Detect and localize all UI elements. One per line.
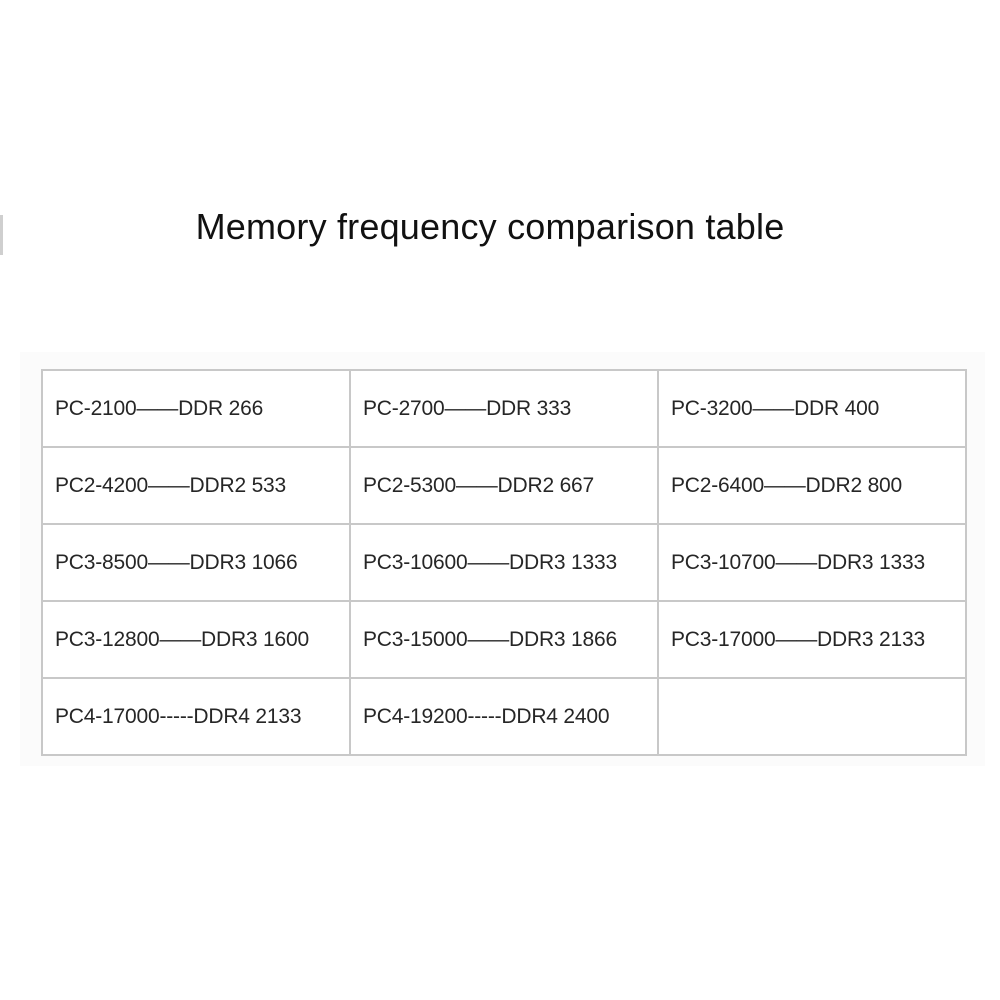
table-cell: PC4-17000-----DDR4 2133 <box>41 677 351 756</box>
table-cell: PC3-10600——DDR3 1333 <box>349 523 659 602</box>
table-cell: PC3-15000——DDR3 1866 <box>349 600 659 679</box>
table-cell: PC2-6400——DDR2 800 <box>657 446 967 525</box>
table-cell: PC-2700——DDR 333 <box>349 369 659 448</box>
table-cell: PC2-4200——DDR2 533 <box>41 446 351 525</box>
table-cell: PC4-19200-----DDR4 2400 <box>349 677 659 756</box>
table-row: PC-2100——DDR 266 PC-2700——DDR 333 PC-320… <box>41 369 967 448</box>
page-title: Memory frequency comparison table <box>195 206 785 247</box>
table-cell: PC3-8500——DDR3 1066 <box>41 523 351 602</box>
table-cell: PC3-12800——DDR3 1600 <box>41 600 351 679</box>
table-cell: PC-2100——DDR 266 <box>41 369 351 448</box>
edge-divider <box>0 215 3 255</box>
table-cell: PC3-17000——DDR3 2133 <box>657 600 967 679</box>
memory-frequency-table: PC-2100——DDR 266 PC-2700——DDR 333 PC-320… <box>41 369 967 756</box>
table-cell: PC2-5300——DDR2 667 <box>349 446 659 525</box>
table-row: PC2-4200——DDR2 533 PC2-5300——DDR2 667 PC… <box>41 446 967 525</box>
table-cell: PC-3200——DDR 400 <box>657 369 967 448</box>
table-row: PC3-8500——DDR3 1066 PC3-10600——DDR3 1333… <box>41 523 967 602</box>
table-cell: PC3-10700——DDR3 1333 <box>657 523 967 602</box>
table-row: PC4-17000-----DDR4 2133 PC4-19200-----DD… <box>41 677 967 756</box>
table-cell-empty <box>657 677 967 756</box>
table-row: PC3-12800——DDR3 1600 PC3-15000——DDR3 186… <box>41 600 967 679</box>
